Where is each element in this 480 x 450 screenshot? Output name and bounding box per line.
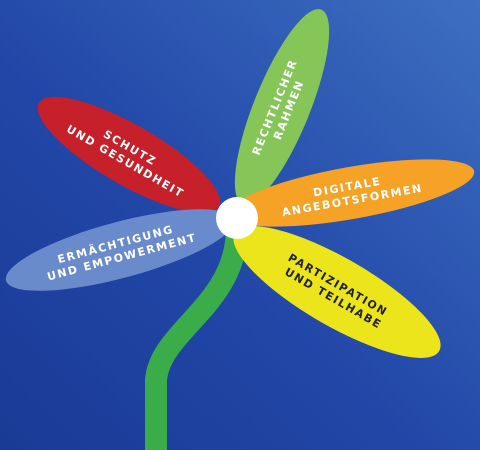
petal-shape xyxy=(234,9,330,205)
flower-center xyxy=(216,197,258,239)
petal-shape xyxy=(5,209,235,291)
petal-shape xyxy=(233,226,441,358)
petal-partizipation-und-teilhabe: PARTIZIPATION UND TEILHABE xyxy=(233,226,441,358)
petal-shape xyxy=(227,159,475,227)
flower-stem xyxy=(145,227,248,450)
petal-rechtlicher-rahmen: RECHTLICHER RAHMEN xyxy=(234,9,330,205)
petal-shape xyxy=(37,96,221,214)
